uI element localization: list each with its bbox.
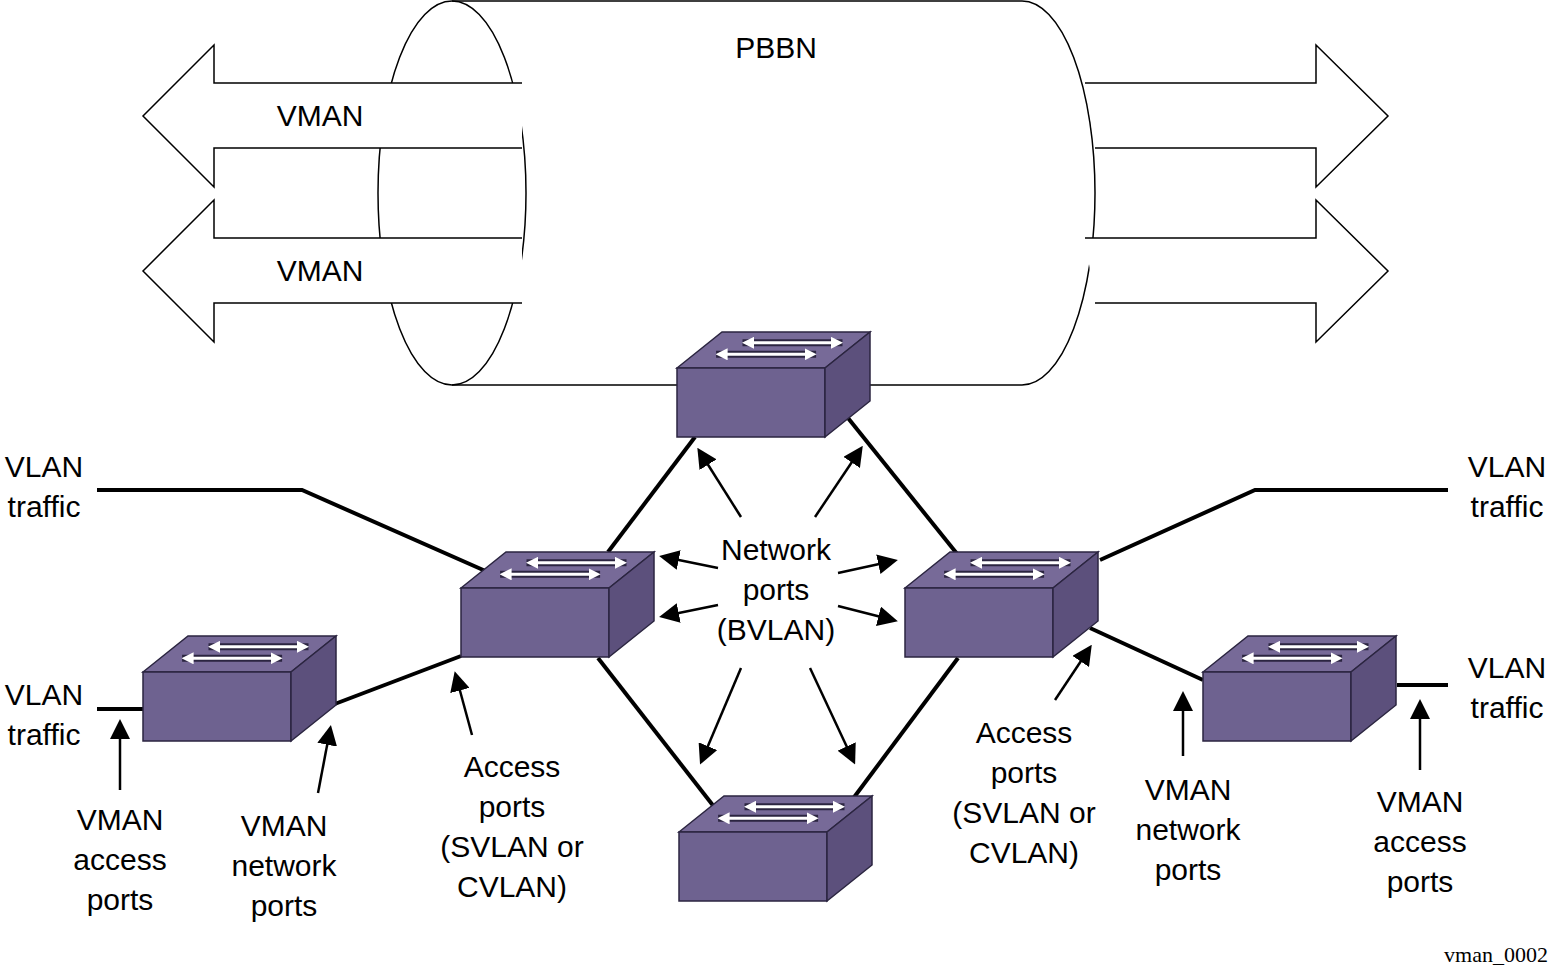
port-label: Access ports (SVLAN or CVLAN) — [942, 713, 1107, 873]
leader-arrow — [664, 605, 718, 616]
port-label: VLAN traffic — [0, 675, 94, 755]
link-line — [97, 707, 143, 711]
node-label: VMAN — [277, 96, 364, 136]
link-line — [598, 658, 715, 808]
link-line — [852, 658, 958, 800]
vman-arrow: VMAN — [140, 198, 1392, 344]
leader-arrow — [664, 557, 718, 568]
figure-id: vman_0002 — [1444, 942, 1548, 968]
leader-arrow — [700, 452, 741, 517]
leader-arrow — [456, 676, 472, 735]
link-line — [608, 437, 695, 552]
leader-arrow — [1182, 696, 1185, 756]
port-label: VMAN access ports — [1355, 782, 1485, 902]
leader-arrow — [702, 668, 741, 760]
leader-arrow — [1055, 649, 1089, 700]
link-line — [1397, 683, 1448, 687]
link-line — [1090, 628, 1203, 680]
leader-arrow — [815, 450, 860, 517]
switch-icon — [679, 796, 872, 901]
leader-arrow — [1419, 704, 1422, 770]
leader-arrow — [838, 606, 893, 620]
port-label: VLAN traffic — [0, 447, 94, 527]
port-label: VMAN access ports — [55, 800, 185, 920]
port-label: Access ports (SVLAN or CVLAN) — [430, 747, 595, 907]
port-label: VLAN traffic — [1457, 447, 1551, 527]
node-label: PBBN — [735, 28, 817, 68]
link-line — [1100, 490, 1448, 560]
link-line — [97, 490, 490, 573]
vman-arrow: VMAN — [140, 43, 1392, 189]
leader-arrow — [318, 730, 330, 793]
leader-arrow — [119, 724, 122, 790]
link-line — [848, 418, 958, 555]
leader-arrow — [810, 668, 853, 760]
port-label: VMAN network ports — [1123, 770, 1253, 890]
node-label: VMAN — [277, 251, 364, 291]
port-label: VLAN traffic — [1457, 648, 1551, 728]
port-label: Network ports (BVLAN) — [706, 530, 846, 650]
switch-icon — [677, 332, 870, 437]
leader-arrow — [838, 561, 893, 573]
port-label: VMAN network ports — [219, 806, 349, 926]
switch-icon — [143, 636, 336, 741]
pbbn-cylinder: PBBN — [375, 0, 1097, 388]
switch-icon — [905, 552, 1098, 657]
switch-icon — [1203, 636, 1396, 741]
switch-icon — [461, 552, 654, 657]
